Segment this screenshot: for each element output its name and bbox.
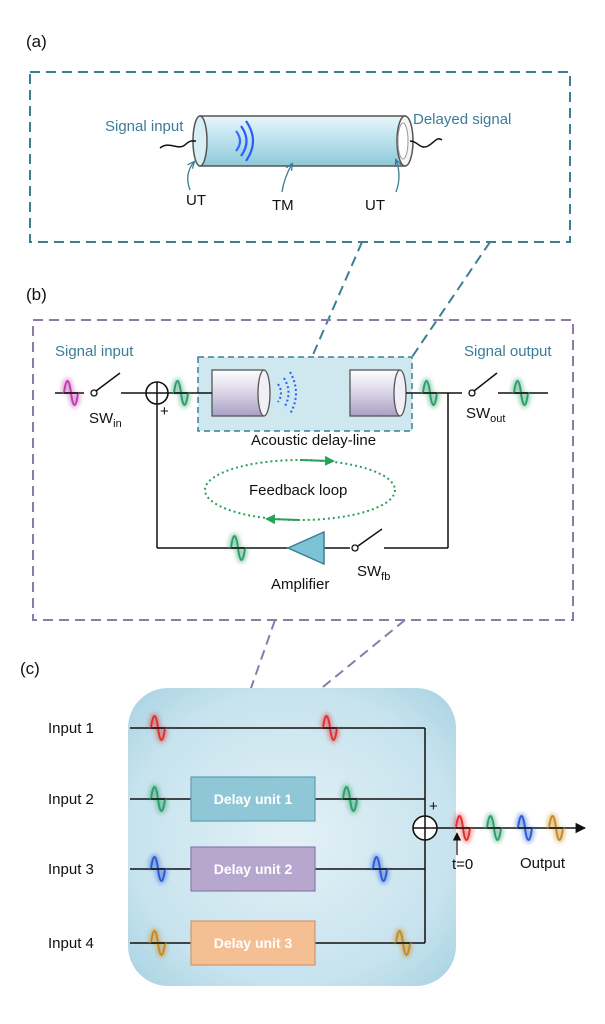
feedback-wave xyxy=(228,533,248,563)
panel-a-label: (a) xyxy=(26,32,47,51)
zoom-line-a-right xyxy=(411,241,491,358)
delayed-signal-label: Delayed signal xyxy=(413,111,511,128)
input-signal-wave xyxy=(61,378,81,408)
feedback-loop-icon xyxy=(204,459,396,521)
ut-right-pointer xyxy=(396,160,399,193)
input-label-1: Input 1 xyxy=(48,720,94,737)
transmission-medium xyxy=(192,115,414,167)
output-label: Output xyxy=(520,855,566,872)
b-signal-output-label: Signal output xyxy=(464,343,552,360)
sw-fb-blade xyxy=(357,528,383,547)
delay-line-cylinder-right xyxy=(349,369,407,417)
delayed-wave-2 xyxy=(340,784,360,814)
output-waves xyxy=(453,813,566,843)
output-wire xyxy=(409,138,443,148)
pre-delay-wave xyxy=(171,378,191,408)
input-label-2: Input 2 xyxy=(48,791,94,808)
delay-unit-1: Delay unit 1 xyxy=(190,776,316,822)
input-wire xyxy=(159,140,197,149)
input-wave-4 xyxy=(148,928,168,958)
input-label-4: Input 4 xyxy=(48,935,94,952)
b-acoustic-wave-icon xyxy=(277,371,297,415)
delay-unit-label-3: Delay unit 3 xyxy=(214,935,293,951)
amplifier-icon xyxy=(286,530,325,566)
sw-in-blade xyxy=(95,372,121,392)
t0-label: t=0 xyxy=(452,856,473,873)
input-label-3: Input 3 xyxy=(48,861,94,878)
zoom-line-b-left xyxy=(231,619,276,743)
sw-fb-label: SW xyxy=(357,563,382,580)
b-signal-input-label: Signal input xyxy=(55,343,134,360)
delay-unit-3: Delay unit 3 xyxy=(190,920,316,966)
ut-left-label: UT xyxy=(186,192,206,209)
sw-in-sub: in xyxy=(113,418,122,430)
sw-fb-sub: fb xyxy=(381,571,390,583)
output-wave-4 xyxy=(546,813,566,843)
c-plus-sign: + xyxy=(429,798,438,815)
zoom-line-a-left xyxy=(311,241,363,358)
b-waves xyxy=(61,378,531,563)
delay-rows: Input 1 Input 2 Delay unit 1 Input 3 Delay u… xyxy=(48,713,425,966)
post-delay-wave xyxy=(420,378,440,408)
delayed-wave-1 xyxy=(320,713,340,743)
svg-text:SWout: SWout xyxy=(466,405,505,425)
feedback-loop-label: Feedback loop xyxy=(249,482,347,499)
tm-pointer xyxy=(281,164,292,193)
output-wave-2 xyxy=(484,813,504,843)
amplifier-label: Amplifier xyxy=(271,576,329,593)
ut-left-pointer xyxy=(187,162,194,191)
signal-input-label: Signal input xyxy=(105,118,184,135)
sw-fb-pivot xyxy=(351,544,359,552)
input-wave-2 xyxy=(148,784,168,814)
sw-out-pivot xyxy=(468,389,476,397)
input-row-4: Input 4 Delay unit 3 xyxy=(48,920,425,966)
ut-right-label: UT xyxy=(365,197,385,214)
delay-unit-label-2: Delay unit 2 xyxy=(214,861,293,877)
input-wave-3 xyxy=(148,854,168,884)
delay-unit-label-1: Delay unit 1 xyxy=(214,791,293,807)
summing-junction-b xyxy=(145,381,169,405)
output-wave-3 xyxy=(515,813,535,843)
delay-line-label: Acoustic delay-line xyxy=(251,432,376,449)
tm-label: TM xyxy=(272,197,294,214)
delay-line-cylinder-left xyxy=(211,369,271,417)
panel-c-background xyxy=(128,688,456,986)
panel-b-label: (b) xyxy=(26,285,47,304)
input-row-1: Input 1 xyxy=(48,713,425,743)
svg-text:SWin: SWin xyxy=(89,410,122,430)
delayed-wave-3 xyxy=(370,854,390,884)
output-signal-wave xyxy=(511,378,531,408)
panel-a-frame xyxy=(29,71,571,243)
sw-out-blade xyxy=(473,372,498,392)
acoustic-wave-icon xyxy=(235,120,255,162)
panel-c-label: (c) xyxy=(20,659,40,678)
delay-unit-2: Delay unit 2 xyxy=(190,846,316,892)
delayed-wave-4 xyxy=(393,928,413,958)
sw-in-pivot xyxy=(90,389,98,397)
output-wave-1 xyxy=(453,813,473,843)
input-wave-1 xyxy=(148,713,168,743)
sw-out-label: SW xyxy=(466,405,491,422)
sw-in-label: SW xyxy=(89,410,114,427)
input-row-2: Input 2 Delay unit 1 xyxy=(48,776,425,822)
input-row-3: Input 3 Delay unit 2 xyxy=(48,846,425,892)
summing-junction-c xyxy=(412,815,438,841)
sw-out-sub: out xyxy=(490,413,505,425)
svg-text:SWfb: SWfb xyxy=(357,563,390,583)
panel-b-frame xyxy=(32,319,574,621)
b-plus-sign: + xyxy=(160,403,169,420)
